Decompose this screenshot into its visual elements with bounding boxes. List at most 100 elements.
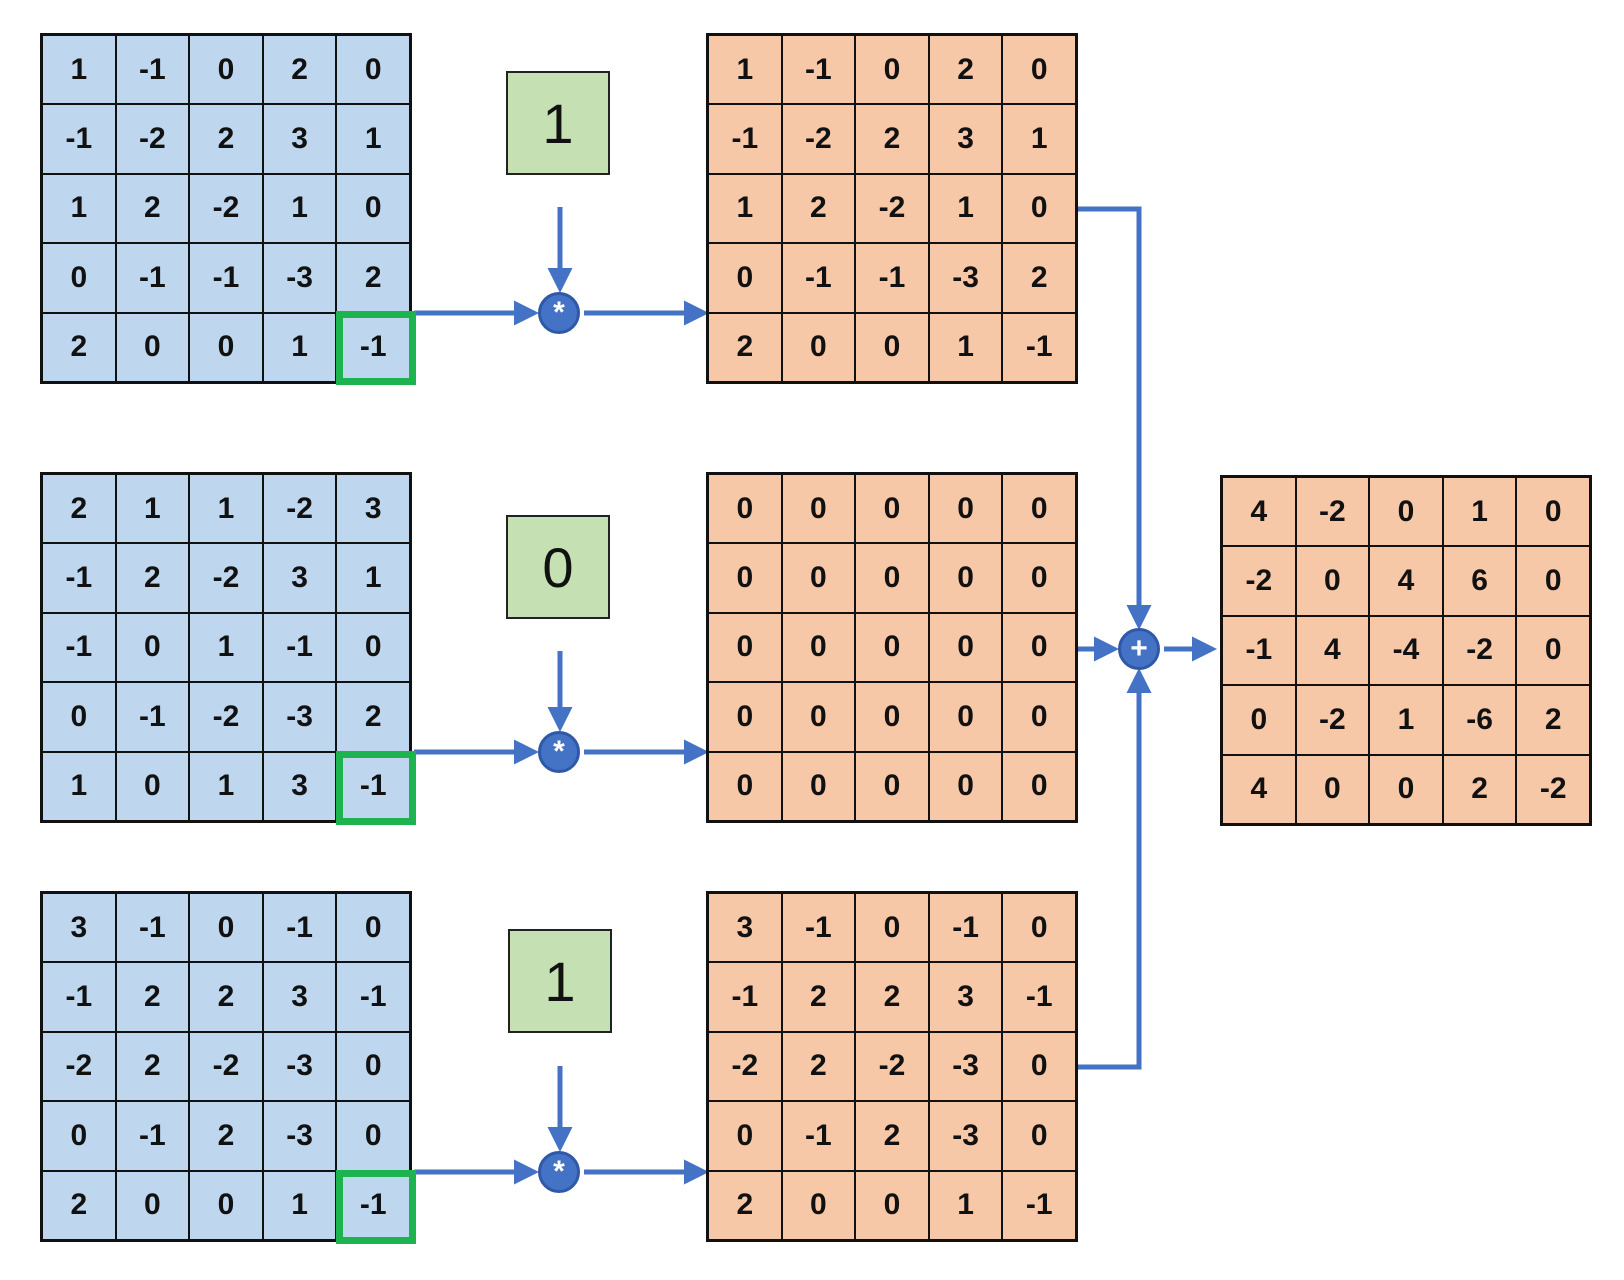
matrix-cell: 1: [262, 1170, 337, 1240]
matrix-cell: 1: [262, 173, 337, 244]
multiply-operator-1: *: [538, 292, 580, 334]
matrix-cell: -2: [42, 1031, 116, 1102]
matrix-cell: 0: [928, 543, 1003, 613]
matrix-cell: 1: [1002, 104, 1076, 174]
matrix-cell: -1: [781, 35, 856, 105]
matrix-cell: 0: [855, 312, 929, 382]
matrix-cell: 3: [42, 893, 116, 963]
matrix-cell: -1: [262, 612, 337, 683]
matrix-cell: -4: [1369, 615, 1443, 686]
matrix-cell: 3: [336, 474, 410, 544]
matrix-cell: 2: [115, 1031, 190, 1102]
matrix-cell: 1: [708, 35, 782, 105]
matrix-cell: 0: [1516, 615, 1590, 686]
matrix-cell: 3: [928, 962, 1003, 1032]
matrix-cell: 2: [115, 173, 190, 244]
matrix-cell: 0: [1002, 1101, 1076, 1171]
matrix-cell: -1: [781, 243, 856, 313]
matrix-cell: 0: [1295, 546, 1370, 616]
matrix-cell: -2: [1295, 685, 1370, 755]
matrix-cell: -3: [262, 1031, 337, 1102]
matrix-cell: 2: [189, 1101, 263, 1171]
matrix-cell: 0: [42, 682, 116, 752]
matrix-cell: -2: [115, 104, 190, 174]
matrix-cell: -3: [262, 682, 337, 752]
matrix-cell: 0: [781, 1170, 856, 1240]
matrix-cell: -1: [928, 893, 1003, 963]
matrix-cell: 3: [262, 751, 337, 821]
matrix-cell: 0: [42, 1101, 116, 1171]
matrix-cell: -1: [42, 962, 116, 1032]
matrix-cell: -1: [1222, 615, 1296, 686]
highlight-cell-2: [336, 751, 416, 825]
matrix-cell: -2: [189, 173, 263, 244]
matrix-cell: 2: [42, 474, 116, 544]
matrix-cell: 0: [855, 751, 929, 821]
matrix-cell: 2: [115, 962, 190, 1032]
matrix-cell: -1: [189, 243, 263, 313]
matrix-cell: 0: [1002, 751, 1076, 821]
matrix-cell: 4: [1295, 615, 1370, 686]
matrix-cell: -3: [928, 243, 1003, 313]
multiply-operator-2: *: [538, 731, 580, 773]
matrix-cell: 2: [1516, 685, 1590, 755]
matrix-cell: -1: [708, 104, 782, 174]
matrix-cell: 3: [708, 893, 782, 963]
weight-box-2: 0: [506, 515, 610, 619]
matrix-cell: 0: [1222, 685, 1296, 755]
matrix-cell: 0: [708, 751, 782, 821]
matrix-cell: -6: [1442, 685, 1517, 755]
matrix-cell: 1: [262, 312, 337, 382]
matrix-cell: 0: [1295, 754, 1370, 824]
matrix-cell: 1: [928, 312, 1003, 382]
matrix-cell: 2: [855, 1101, 929, 1171]
matrix-cell: -3: [928, 1031, 1003, 1102]
matrix-cell: 0: [708, 474, 782, 544]
matrix-cell: 1: [1369, 685, 1443, 755]
matrix-cell: -2: [1222, 546, 1296, 616]
matrix-cell: 2: [115, 543, 190, 613]
matrix-cell: 0: [115, 751, 190, 821]
matrix-cell: 0: [855, 893, 929, 963]
matrix-cell: -2: [262, 474, 337, 544]
matrix-cell: 1: [336, 543, 410, 613]
matrix-cell: 4: [1369, 546, 1443, 616]
matrix-cell: 2: [336, 682, 410, 752]
matrix-cell: -1: [336, 751, 410, 821]
matrix-cell: 1: [928, 1170, 1003, 1240]
matrix-cell: 1: [115, 474, 190, 544]
matrix-cell: 2: [855, 962, 929, 1032]
highlight-cell-3: [336, 1170, 416, 1244]
matrix-cell: 0: [1516, 546, 1590, 616]
matrix-cell: -2: [189, 1031, 263, 1102]
matrix-cell: 0: [1516, 477, 1590, 547]
matrix-cell: -2: [189, 682, 263, 752]
matrix-cell: -3: [262, 243, 337, 313]
matrix-cell: 2: [42, 1170, 116, 1240]
matrix-cell: 0: [1002, 612, 1076, 683]
matrix-cell: -1: [855, 243, 929, 313]
matrix-cell: -1: [42, 612, 116, 683]
matrix-cell: -1: [781, 893, 856, 963]
add-operator: +: [1118, 628, 1160, 670]
arrow-output3-to-sum: [1077, 668, 1152, 1070]
matrix-cell: 2: [262, 35, 337, 105]
matrix-cell: 2: [781, 173, 856, 244]
matrix-cell: 2: [781, 1031, 856, 1102]
multiply-operator-3: *: [538, 1151, 580, 1193]
matrix-cell: 0: [855, 612, 929, 683]
matrix-cell: -2: [855, 173, 929, 244]
matrix-cell: -1: [1002, 962, 1076, 1032]
matrix-cell: 0: [336, 893, 410, 963]
matrix-cell: 6: [1442, 546, 1517, 616]
arrow-output1-to-sum: [1077, 206, 1152, 630]
matrix-cell: 0: [708, 543, 782, 613]
matrix-cell: -1: [336, 962, 410, 1032]
matrix-cell: -1: [262, 893, 337, 963]
